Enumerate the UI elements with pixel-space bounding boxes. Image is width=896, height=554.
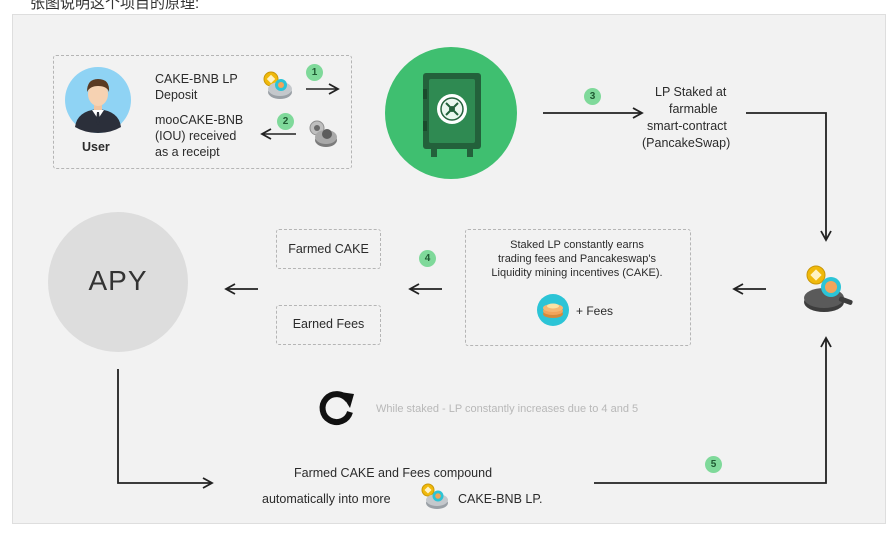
earnings-line-3: Liquidity mining incentives (CAKE). — [491, 267, 663, 279]
compound-line-2a: automatically into more — [262, 492, 391, 506]
staked-line-1: LP Staked at — [655, 85, 727, 99]
arrow-compound-return — [594, 336, 832, 484]
step-badge-5: 5 — [705, 456, 722, 473]
step-badge-2: 2 — [277, 113, 294, 130]
pancake-icon — [794, 262, 856, 314]
vault-icon — [383, 45, 519, 181]
refresh-icon — [314, 386, 358, 430]
pancake-coin-icon — [536, 293, 570, 327]
arrow-apy-compound — [117, 369, 214, 489]
staked-line-4: (PancakeSwap) — [642, 136, 731, 150]
earned-fees-label: Earned Fees — [292, 317, 365, 331]
earnings-line-1: Staked LP constantly earns — [510, 239, 644, 251]
deposit-line-2: Deposit — [155, 88, 198, 102]
earnings-box — [465, 229, 691, 346]
farmed-cake-label: Farmed CAKE — [288, 242, 369, 256]
earned-fees-box — [276, 305, 381, 345]
lp-token-icon — [260, 70, 296, 102]
step-badge-3: 3 — [584, 88, 601, 105]
loop-note: While staked - LP constantly increases d… — [376, 403, 639, 415]
receipt-line-1: mooCAKE-BNB — [155, 113, 244, 127]
staked-line-2: farmable — [669, 102, 718, 116]
caption-text: 张图说明这个项目的原理: — [30, 0, 200, 12]
user-avatar-icon — [65, 67, 131, 133]
staked-line-3: smart-contract — [647, 119, 727, 133]
user-deposit-box — [53, 55, 352, 169]
receipt-line-3: as a receipt — [155, 145, 220, 159]
arrow-down-right — [746, 112, 832, 242]
step-badge-4: 4 — [419, 250, 436, 267]
receipt-line-2: (IOU) received — [155, 129, 237, 143]
farmed-cake-box — [276, 229, 381, 269]
apy-circle — [48, 212, 188, 352]
compound-lp-icon — [418, 482, 452, 512]
earnings-line-2: trading fees and Pancakeswap's — [497, 253, 657, 265]
earnings-fees: + Fees — [576, 304, 614, 318]
step-badge-1: 1 — [306, 64, 323, 81]
apy-label: APY — [88, 265, 148, 296]
compound-line-2b: CAKE-BNB LP. — [458, 492, 543, 506]
deposit-line-1: CAKE-BNB LP — [155, 72, 238, 86]
user-label: User — [82, 140, 110, 154]
compound-line-1: Farmed CAKE and Fees compound — [294, 466, 493, 480]
receipt-token-icon — [305, 118, 341, 150]
